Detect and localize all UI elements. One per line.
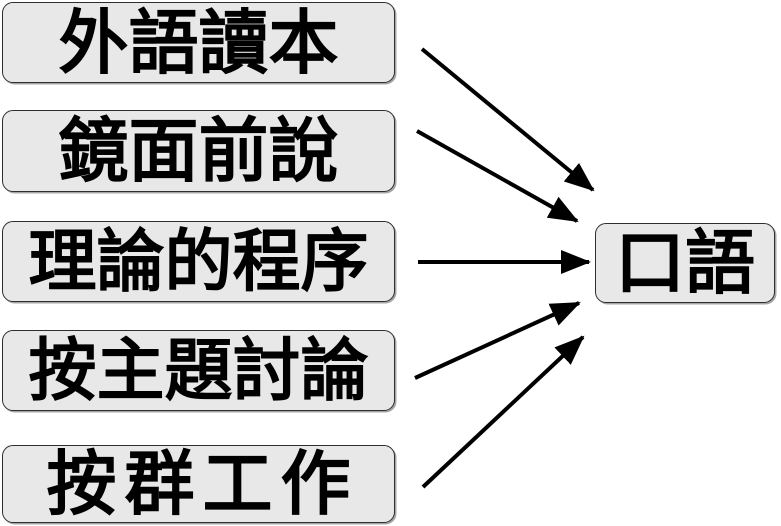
arrow-from-box1-icon: [420, 47, 595, 192]
source-box-group-work: 按群工作: [2, 445, 395, 523]
source-box-label: 鏡面前說: [58, 112, 339, 190]
target-box-label: 口語: [615, 224, 755, 302]
arrow-from-box2-icon: [416, 129, 579, 223]
source-box-theoretical-procedure: 理論的程序: [2, 221, 395, 302]
source-box-foreign-language-reader: 外語讀本: [2, 2, 395, 83]
target-box-oral-language: 口語: [595, 223, 775, 303]
arrow-from-box5-icon: [421, 335, 585, 489]
source-box-label: 按主題討論: [28, 332, 369, 409]
arrow-from-box4-icon: [414, 301, 581, 380]
source-box-label: 外語讀本: [58, 3, 339, 82]
source-box-label: 理論的程序: [28, 223, 369, 300]
source-box-speaking-before-mirror: 鏡面前說: [2, 110, 395, 192]
source-box-discussion-by-topic: 按主題討論: [2, 330, 395, 411]
source-box-label: 按群工作: [46, 445, 359, 523]
